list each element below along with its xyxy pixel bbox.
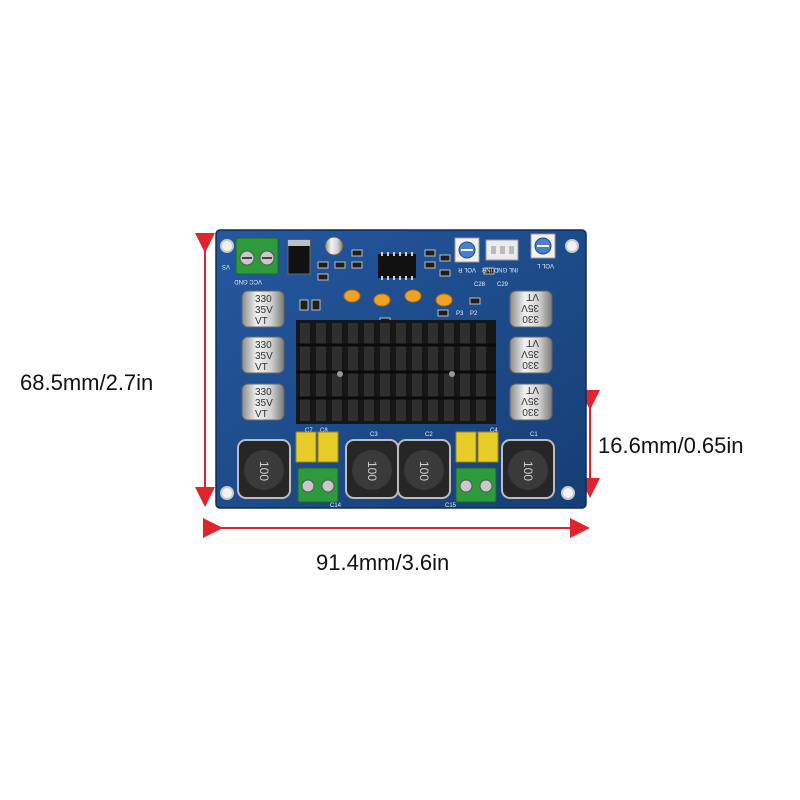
svg-text:330: 330	[522, 359, 539, 370]
svg-text:VT: VT	[255, 409, 268, 420]
inductor: 100	[397, 439, 451, 499]
speaker-terminal-right	[455, 467, 497, 503]
svg-text:35V: 35V	[255, 398, 273, 409]
svg-text:100: 100	[257, 461, 271, 481]
svg-text:VT: VT	[255, 316, 268, 327]
silkscreen-c14: C14	[330, 503, 342, 509]
svg-text:VT: VT	[526, 337, 539, 348]
silkscreen-inputs: INL GND INR	[481, 266, 518, 272]
svg-text:35V: 35V	[521, 348, 539, 359]
input-connector	[485, 239, 519, 261]
silkscreen-c3: C3	[370, 432, 378, 438]
inductor: 100	[237, 439, 291, 499]
height-label: 68.5mm/2.7in	[20, 370, 154, 395]
svg-text:100: 100	[365, 461, 379, 481]
left-capacitors: 330 35V VT 330 35V VT 330 35V VT	[241, 290, 285, 421]
film-capacitors	[295, 431, 499, 463]
component-height-label: 16.6mm/0.65in	[598, 433, 744, 458]
svg-text:330: 330	[255, 294, 272, 305]
power-terminal	[235, 237, 279, 275]
capacitor: 330 35V VT	[241, 290, 285, 328]
silkscreen-c1: C1	[530, 432, 538, 438]
capacitor: 330 35V VT	[241, 383, 285, 421]
svg-text:100: 100	[417, 461, 431, 481]
capacitor: 330 35V VT	[509, 336, 553, 374]
svg-text:VT: VT	[526, 291, 539, 302]
silkscreen-p2: P2	[470, 311, 478, 317]
svg-text:VT: VT	[255, 362, 268, 373]
inductor: 100	[345, 439, 399, 499]
width-label: 91.4mm/3.6in	[316, 550, 450, 575]
right-capacitors: 330 35V VT 330 35V VT 330 35V VT	[509, 290, 553, 421]
svg-text:35V: 35V	[255, 305, 273, 316]
silkscreen-c2: C2	[425, 432, 433, 438]
silkscreen-c29: C29	[497, 282, 509, 288]
svg-text:100: 100	[521, 461, 535, 481]
svg-text:330: 330	[522, 313, 539, 324]
ic-chip	[378, 254, 416, 278]
capacitor: 330 35V VT	[509, 290, 553, 328]
silkscreen-p3: P3	[456, 311, 464, 317]
silkscreen-c4: C4	[490, 428, 498, 434]
silkscreen-c15: C15	[445, 503, 457, 509]
svg-text:35V: 35V	[255, 351, 273, 362]
inductor: 100	[501, 439, 555, 499]
heatsink	[296, 320, 496, 424]
silkscreen-vs: VS	[222, 263, 230, 269]
silkscreen-vol-r: VOL R	[458, 266, 476, 272]
volume-potentiometer-right[interactable]	[454, 237, 480, 263]
svg-text:VT: VT	[526, 384, 539, 395]
silkscreen-c7: C7	[305, 428, 313, 434]
ceramic-capacitors	[343, 289, 453, 307]
svg-text:330: 330	[255, 387, 272, 398]
svg-text:35V: 35V	[521, 302, 539, 313]
small-capacitor	[324, 236, 344, 256]
smd-components	[299, 249, 495, 325]
svg-text:35V: 35V	[521, 395, 539, 406]
amplifier-board: VS VCC GND VOL R INL GND INR VOL L C28 C…	[215, 229, 587, 509]
capacitor: 330 35V VT	[509, 383, 553, 421]
svg-text:330: 330	[255, 340, 272, 351]
silkscreen-vol-l: VOL L	[537, 262, 554, 268]
volume-potentiometer-left[interactable]	[530, 233, 556, 259]
speaker-terminal-left	[297, 467, 339, 503]
silkscreen-c8: C8	[320, 428, 328, 434]
silkscreen-c28: C28	[474, 282, 486, 288]
inductors: 100 100 100 100	[237, 439, 555, 499]
capacitor: 330 35V VT	[241, 336, 285, 374]
mounting-holes	[220, 239, 579, 500]
svg-text:330: 330	[522, 406, 539, 417]
silkscreen-vcc-gnd: VCC GND	[234, 278, 262, 284]
